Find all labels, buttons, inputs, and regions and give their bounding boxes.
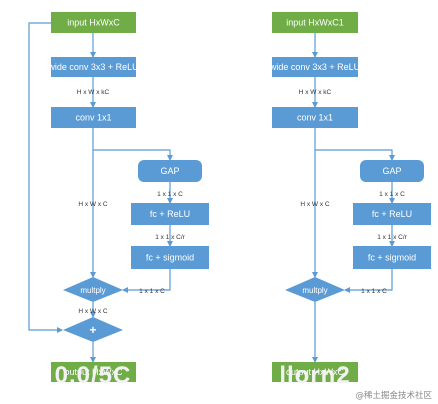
left-plus-diamond <box>63 317 123 342</box>
right-diagram: input HxWxC1 wide conv 3x3 + ReLU H x W … <box>269 12 431 389</box>
left-input-label: input HxWxC <box>67 18 120 28</box>
left-gap-label: GAP <box>160 166 179 176</box>
left-fc-relu-label: fc + ReLU <box>150 209 190 219</box>
left-conv-box <box>51 107 136 128</box>
left-input-box <box>51 12 136 33</box>
right-fc-relu-box <box>353 203 431 225</box>
left-dim-label-hwkc: H x W x kC <box>77 89 110 96</box>
right-conv-label: conv 1x1 <box>297 113 333 123</box>
left-output-label: output HxWxC <box>64 367 123 377</box>
edge-conv-to-gap <box>93 149 173 161</box>
right-output-box <box>272 362 358 382</box>
left-dim-label-11c-a: 1 x 1 x C <box>157 191 183 198</box>
right-dim-label-hwkc: H x W x kC <box>299 89 332 96</box>
right-multiply-label: multply <box>302 286 327 295</box>
right-gap-box <box>360 160 424 182</box>
watermark: @稀土掘金技术社区 <box>355 390 432 401</box>
edge-skip-connection <box>28 22 63 333</box>
left-fc-sigmoid-label: fc + sigmoid <box>146 253 194 263</box>
right-dim-label-hwc-a: H x W x C <box>300 201 330 208</box>
left-wide-conv-label: wide conv 3x3 + ReLU <box>47 62 138 72</box>
left-fc-sigmoid-box <box>131 246 209 269</box>
left-fc-relu-box <box>131 203 209 225</box>
right-input-box <box>272 12 358 33</box>
left-dim-label-11cr: 1 x 1 x C/r <box>155 234 185 241</box>
right-fc-sigmoid-label: fc + sigmoid <box>368 253 416 263</box>
right-input-label: input HxWxC1 <box>286 18 344 28</box>
right-output-label: output HxWxC <box>286 367 345 377</box>
right-multiply-diamond <box>285 277 345 302</box>
left-dim-label-11c-b: 1 x 1 x C <box>139 288 165 295</box>
left-plus-label: + <box>89 323 96 337</box>
right-fc-relu-label: fc + ReLU <box>372 209 412 219</box>
left-dim-label-hwc-b: H x W x C <box>78 308 108 315</box>
left-wide-conv-box <box>51 57 136 77</box>
left-output-box <box>51 362 136 382</box>
left-multiply-diamond <box>63 277 123 302</box>
right-gap-label: GAP <box>382 166 401 176</box>
edge-conv-to-gap-r <box>315 149 395 161</box>
right-output-overlay-text: llorn2 <box>279 362 350 389</box>
edge-fcsigmoid-to-multiply <box>122 269 171 293</box>
right-wide-conv-label: wide conv 3x3 + ReLU <box>269 62 360 72</box>
right-dim-label-11cr: 1 x 1 x C/r <box>377 234 407 241</box>
left-diagram: input HxWxC wide conv 3x3 + ReLU H x W x… <box>28 12 209 389</box>
right-dim-label-11c-b: 1 x 1 x C <box>361 288 387 295</box>
right-wide-conv-box <box>272 57 358 77</box>
left-output-overlay-text: 0.0/5C <box>55 362 132 389</box>
right-fc-sigmoid-box <box>353 246 431 269</box>
left-dim-label-hwc-a: H x W x C <box>78 201 108 208</box>
left-gap-box <box>138 160 202 182</box>
edge-fcsigmoid-to-multiply-r <box>344 269 393 293</box>
right-conv-box <box>272 107 358 128</box>
left-multiply-label: multply <box>80 286 105 295</box>
left-conv-label: conv 1x1 <box>75 113 111 123</box>
right-dim-label-11c-a: 1 x 1 x C <box>379 191 405 198</box>
